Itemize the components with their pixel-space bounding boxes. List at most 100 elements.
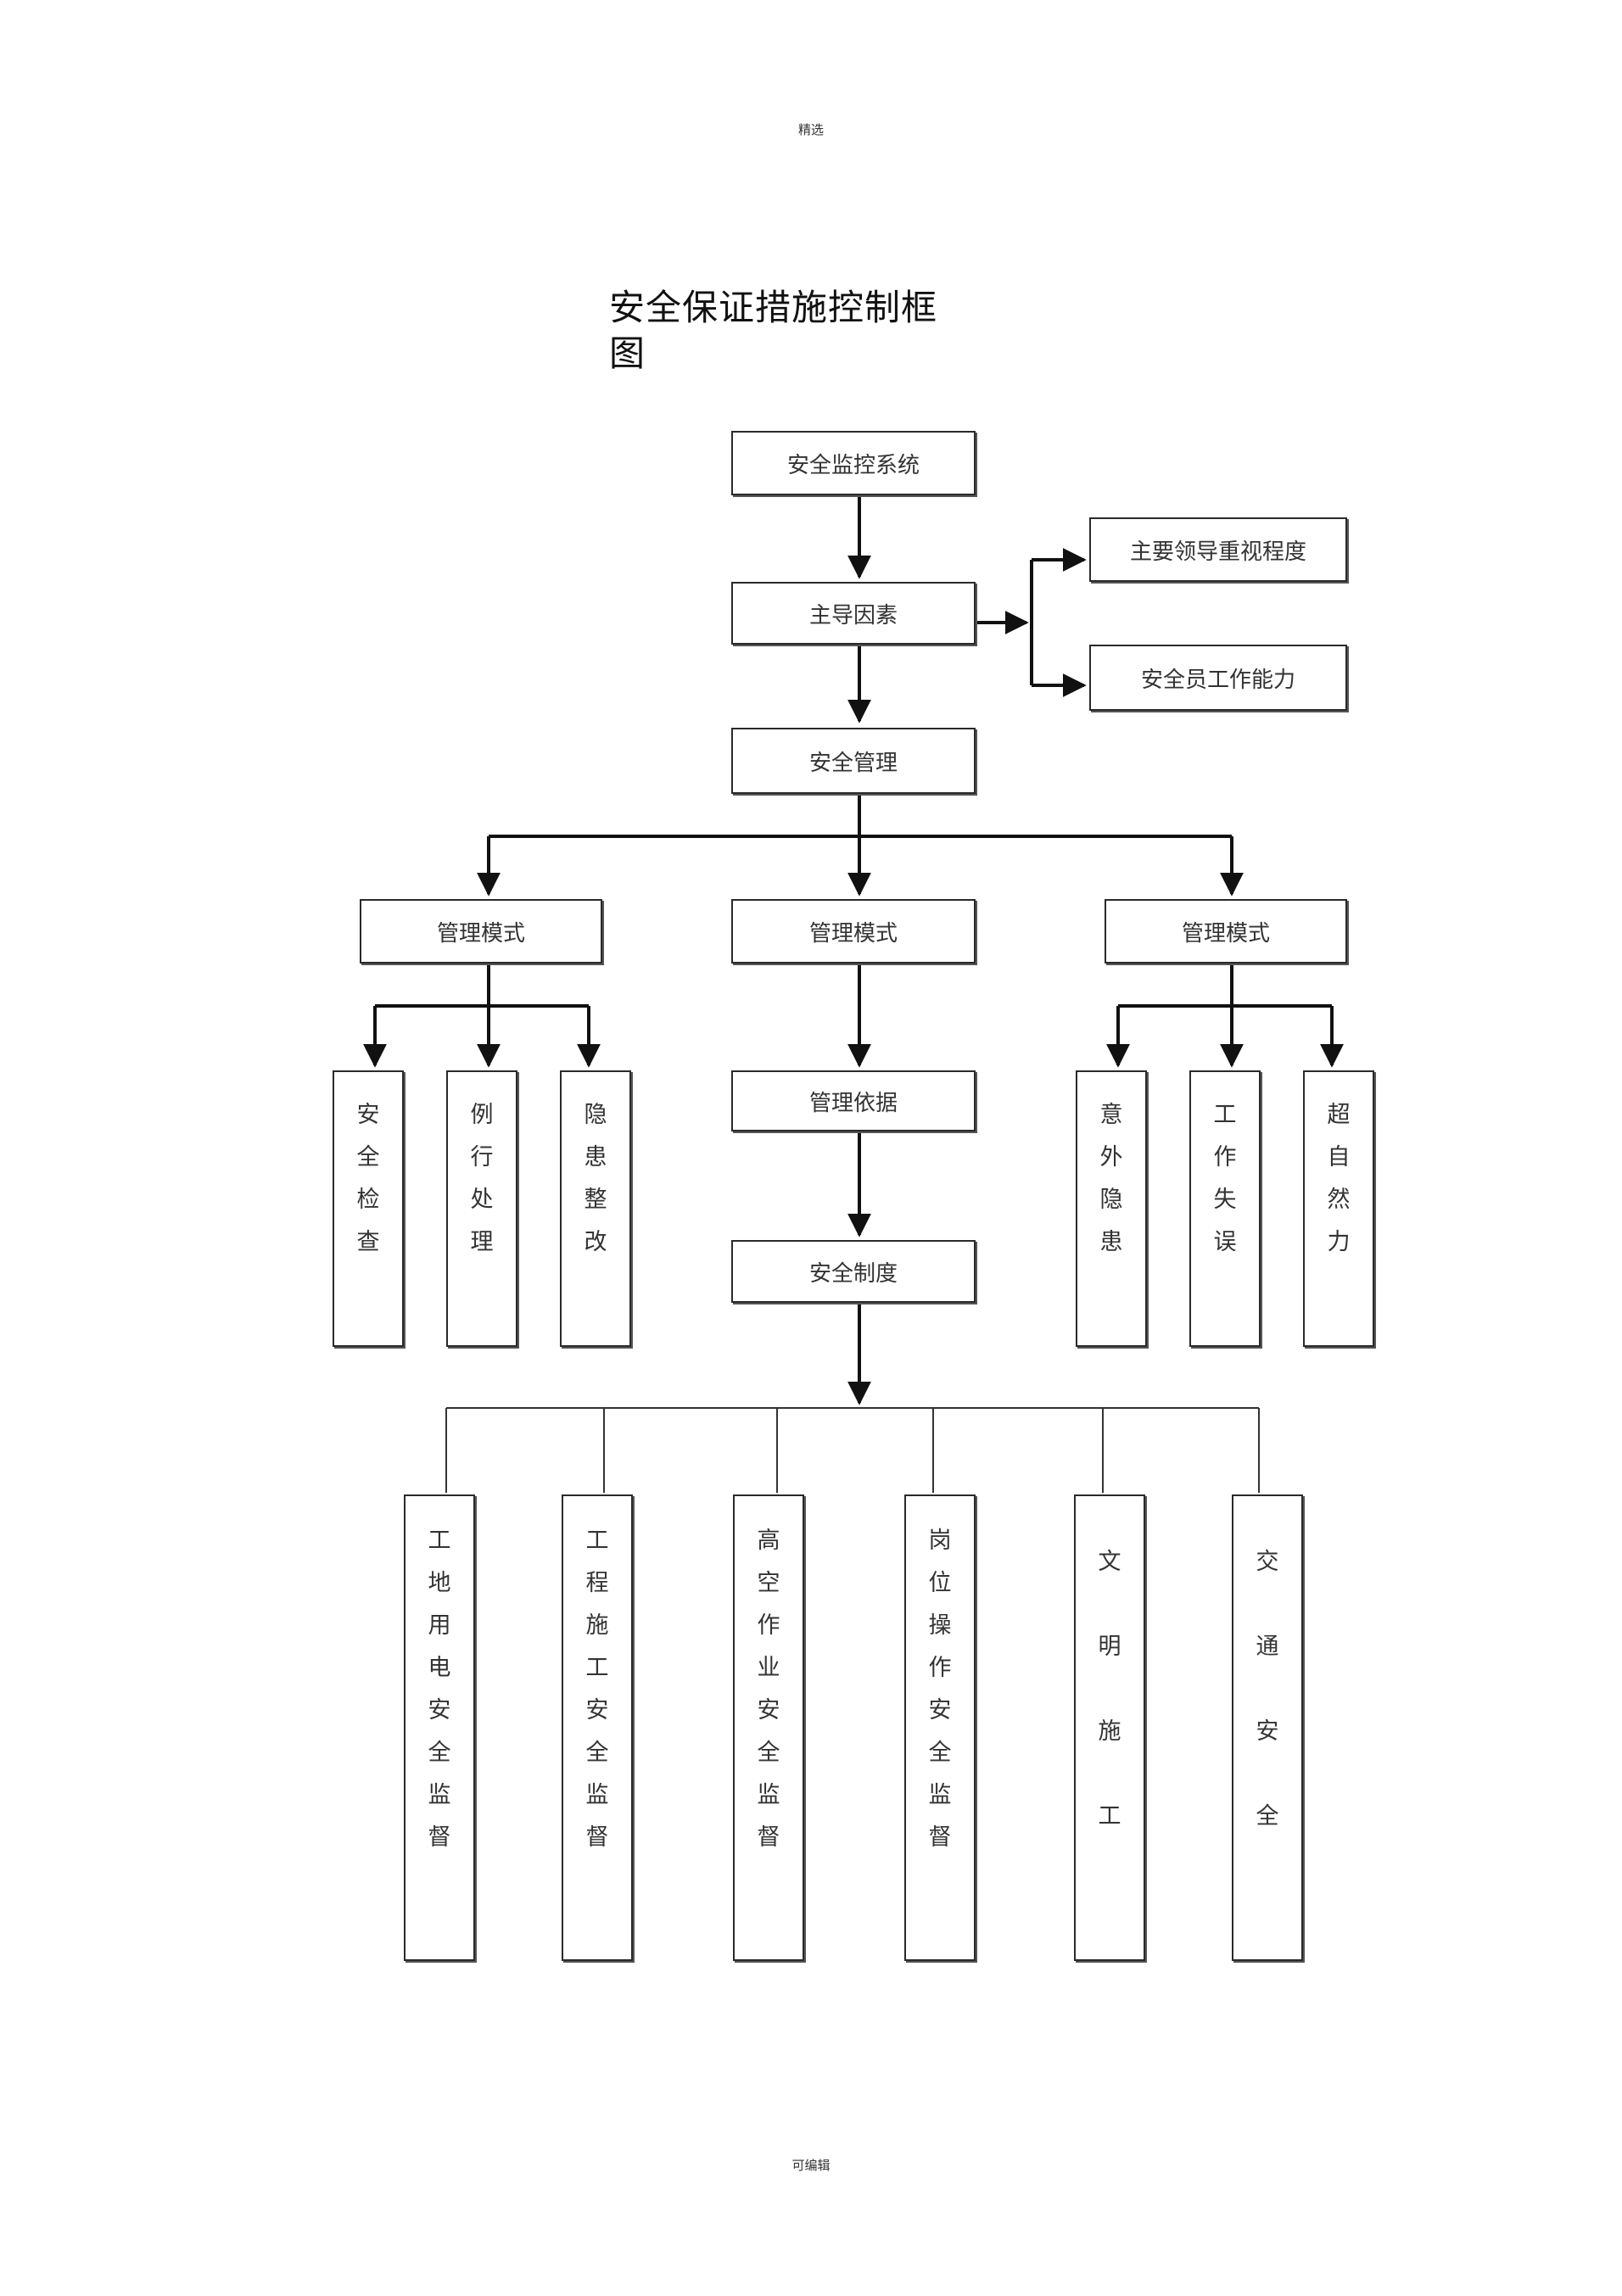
vertical-char: 超: [1327, 1102, 1351, 1128]
vertical-label: 工作失误: [1214, 1094, 1237, 1264]
vertical-label: 工地用电安全监督: [428, 1520, 451, 1859]
vertical-label: 工程施工安全监督: [586, 1520, 609, 1859]
vertical-label: 例行处理: [471, 1094, 494, 1264]
node-post-operation-supervision: 岗位操作安全监督: [904, 1494, 976, 1961]
vertical-char: 用: [428, 1612, 451, 1639]
node-safety-system: 安全制度: [731, 1240, 976, 1303]
node-label: 管理依据: [808, 1090, 898, 1116]
vertical-char: 失: [1213, 1187, 1237, 1213]
node-label: 主导因素: [808, 602, 898, 628]
vertical-char: 监: [757, 1782, 780, 1808]
node-management-mode-left: 管理模式: [360, 899, 602, 964]
vertical-char: 自: [1327, 1144, 1351, 1170]
vertical-char: 安: [428, 1697, 451, 1723]
vertical-char: 患: [584, 1144, 607, 1170]
node-natural-force: 超自然力: [1303, 1070, 1374, 1347]
vertical-char: 外: [1099, 1144, 1123, 1170]
vertical-char: 隐: [584, 1102, 607, 1128]
vertical-char: 施: [1098, 1718, 1121, 1745]
vertical-label: 超自然力: [1328, 1094, 1351, 1264]
vertical-label: 文明施工: [1099, 1520, 1121, 1859]
node-label: 安全员工作能力: [1140, 667, 1295, 693]
vertical-char: 全: [1256, 1803, 1279, 1830]
vertical-char: 空: [757, 1570, 780, 1596]
node-safety-inspection: 安全检查: [333, 1070, 404, 1347]
node-management-mode-middle: 管理模式: [731, 899, 976, 964]
node-label: 主要领导重视程度: [1129, 539, 1306, 565]
vertical-char: 例: [470, 1102, 494, 1128]
node-label: 管理模式: [808, 920, 898, 947]
node-safety-officer-ability: 安全员工作能力: [1089, 645, 1347, 711]
node-management-mode-right: 管理模式: [1105, 899, 1347, 964]
vertical-char: 工: [585, 1655, 609, 1681]
vertical-char: 操: [928, 1612, 952, 1639]
vertical-char: 施: [585, 1612, 609, 1639]
page-footer: 可编辑: [791, 2158, 831, 2173]
node-site-electricity-supervision: 工地用电安全监督: [404, 1494, 475, 1961]
vertical-char: 力: [1327, 1229, 1351, 1255]
vertical-char: 理: [470, 1229, 494, 1255]
vertical-char: 安: [585, 1697, 609, 1723]
node-work-at-height-supervision: 高空作业安全监督: [733, 1494, 804, 1961]
vertical-char: 全: [428, 1740, 451, 1766]
node-routine-handling: 例行处理: [446, 1070, 517, 1347]
vertical-char: 工: [1213, 1102, 1237, 1128]
node-management-basis: 管理依据: [731, 1070, 976, 1131]
vertical-char: 隐: [1099, 1187, 1123, 1213]
vertical-char: 处: [470, 1187, 494, 1213]
vertical-char: 督: [757, 1824, 780, 1851]
vertical-char: 监: [585, 1782, 609, 1808]
vertical-char: 行: [470, 1144, 494, 1170]
node-label: 管理模式: [1181, 920, 1270, 947]
vertical-char: 程: [585, 1570, 609, 1596]
vertical-char: 意: [1099, 1102, 1123, 1128]
vertical-char: 全: [757, 1740, 780, 1766]
node-leadership-attention: 主要领导重视程度: [1089, 517, 1347, 582]
vertical-char: 电: [428, 1655, 451, 1681]
vertical-char: 安: [356, 1102, 380, 1128]
node-traffic-safety: 交通安全: [1232, 1494, 1303, 1961]
node-civilized-construction: 文明施工: [1074, 1494, 1145, 1961]
node-label: 安全制度: [808, 1260, 898, 1287]
vertical-char: 督: [428, 1824, 451, 1851]
node-accidental-hazard: 意外隐患: [1076, 1070, 1147, 1347]
vertical-char: 安: [1256, 1718, 1279, 1745]
node-construction-safety-supervision: 工程施工安全监督: [562, 1494, 633, 1961]
vertical-char: 全: [585, 1740, 609, 1766]
vertical-char: 作: [928, 1655, 952, 1681]
vertical-char: 整: [584, 1187, 607, 1213]
vertical-char: 文: [1098, 1549, 1121, 1575]
node-label: 管理模式: [436, 920, 525, 947]
node-safety-management: 安全管理: [731, 728, 976, 794]
page-header: 精选: [797, 122, 824, 137]
vertical-char: 作: [757, 1612, 780, 1639]
node-hazard-rectification: 隐患整改: [560, 1070, 631, 1347]
vertical-char: 监: [428, 1782, 451, 1808]
vertical-label: 岗位操作安全监督: [929, 1520, 952, 1859]
vertical-char: 全: [928, 1740, 952, 1766]
vertical-label: 安全检查: [357, 1094, 380, 1264]
node-safety-monitor-system: 安全监控系统: [731, 431, 976, 495]
vertical-label: 隐患整改: [584, 1094, 607, 1264]
vertical-char: 交: [1256, 1549, 1279, 1575]
node-label: 安全监控系统: [786, 452, 920, 478]
vertical-label: 意外隐患: [1100, 1094, 1123, 1264]
vertical-char: 作: [1213, 1144, 1237, 1170]
vertical-char: 安: [757, 1697, 780, 1723]
vertical-char: 误: [1213, 1229, 1237, 1255]
vertical-char: 检: [356, 1187, 380, 1213]
vertical-label: 交通安全: [1256, 1520, 1279, 1859]
vertical-char: 查: [356, 1229, 380, 1255]
vertical-char: 位: [928, 1570, 952, 1596]
vertical-char: 岗: [928, 1528, 952, 1554]
vertical-char: 督: [585, 1824, 609, 1851]
page-title: 安全保证措施控制框图: [609, 287, 938, 374]
vertical-char: 工: [1098, 1803, 1121, 1830]
vertical-char: 地: [428, 1570, 451, 1596]
vertical-char: 改: [584, 1229, 607, 1255]
vertical-char: 督: [928, 1824, 952, 1851]
node-leading-factors: 主导因素: [731, 582, 976, 645]
vertical-char: 通: [1256, 1634, 1279, 1660]
vertical-char: 业: [757, 1655, 780, 1681]
vertical-char: 全: [356, 1144, 380, 1170]
